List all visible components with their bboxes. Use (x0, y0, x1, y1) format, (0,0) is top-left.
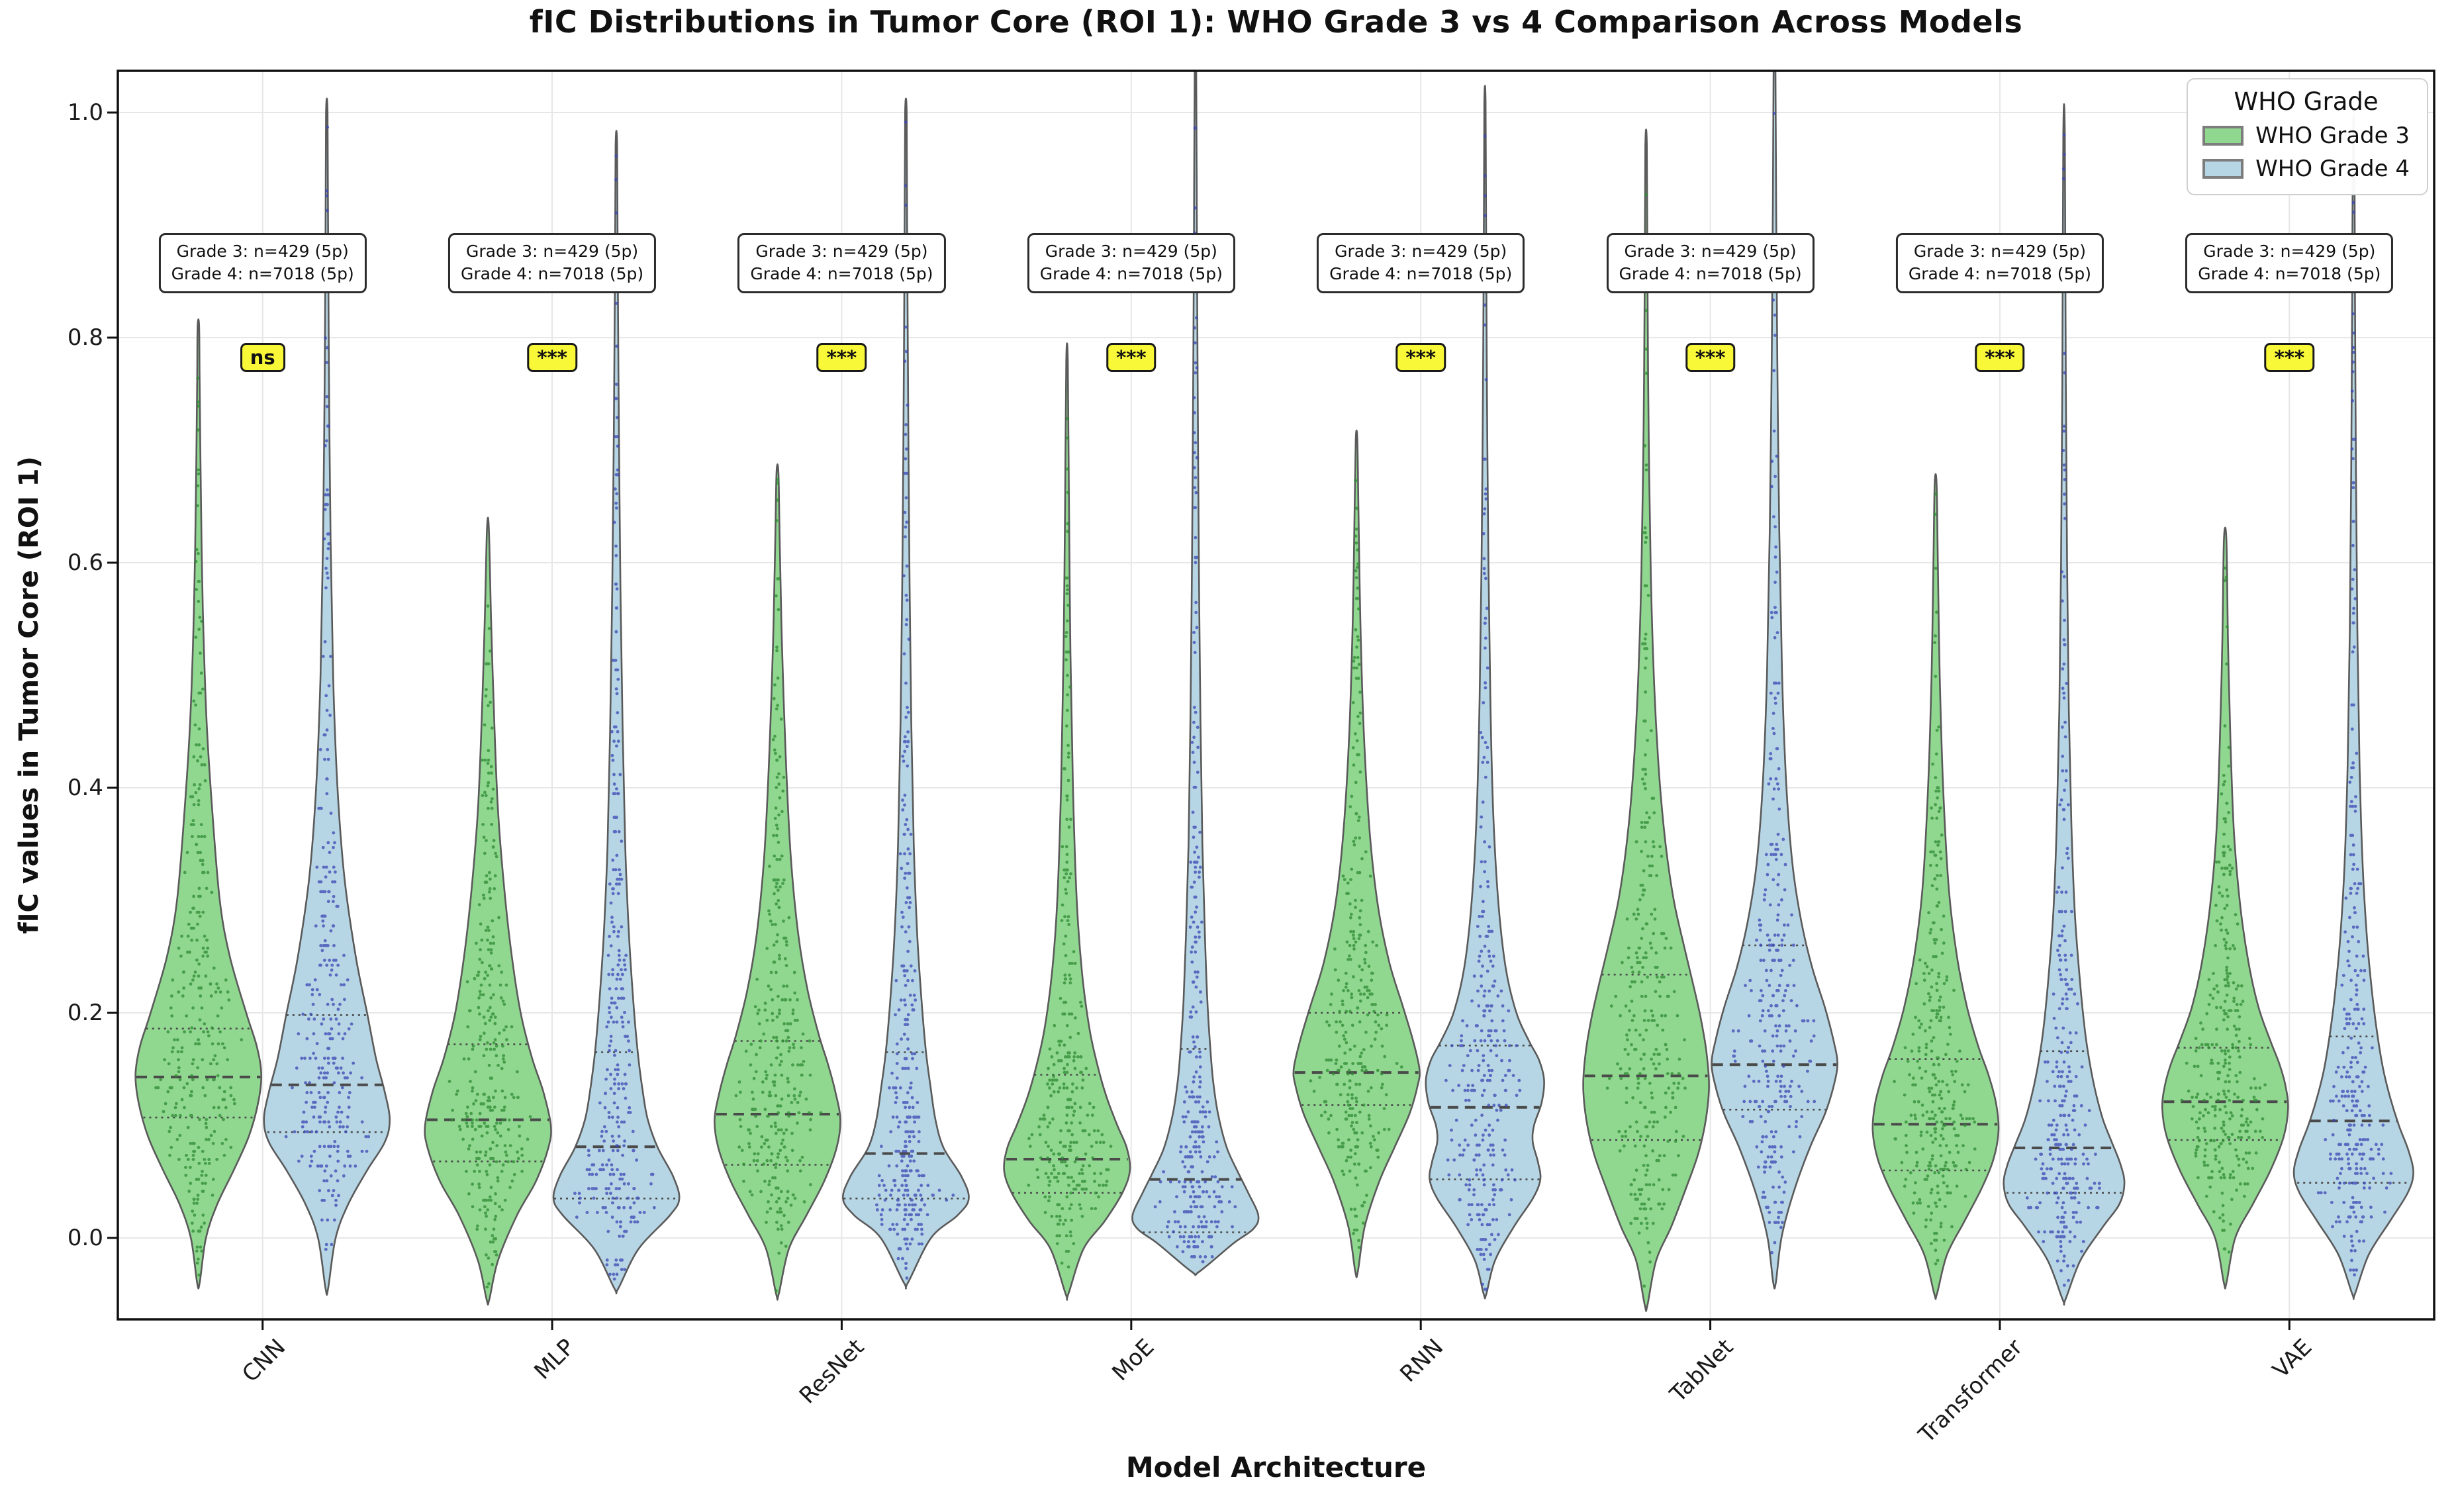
sample-count-line: Grade 4: n=7018 (5p) (1039, 264, 1223, 283)
strip-points (284, 125, 371, 1251)
strip-points (1444, 134, 1522, 1291)
violin-MoE-grade3 (1003, 342, 1131, 1301)
y-tick-label: 0.8 (67, 324, 103, 351)
legend-item: WHO Grade 4 (2202, 156, 2410, 182)
violin-body (424, 516, 552, 1306)
legend-label: WHO Grade 4 (2255, 156, 2410, 182)
significance-badge-cnn: ns (240, 343, 285, 372)
sample-count-box-mlp: Grade 3: n=429 (5p) Grade 4: n=7018 (5p) (448, 232, 657, 293)
chart-title: fIC Distributions in Tumor Core (ROI 1):… (529, 4, 2023, 40)
violin-MoE-grade4 (1131, 71, 1260, 1276)
violin-CNN-grade4 (263, 97, 391, 1296)
violin-MLP-grade3 (424, 516, 552, 1306)
strip-points (1893, 492, 1977, 1266)
sample-count-line: Grade 3: n=429 (5p) (176, 241, 349, 261)
sample-count-box-rnn: Grade 3: n=429 (5p) Grade 4: n=7018 (5p) (1317, 232, 1525, 293)
sample-count-line: Grade 4: n=7018 (5p) (2198, 264, 2381, 283)
significance-badge-tabnet: *** (1685, 343, 1736, 372)
legend-label: WHO Grade 3 (2255, 122, 2410, 149)
y-tick-label: 0.0 (67, 1225, 103, 1251)
sample-count-box-moe: Grade 3: n=429 (5p) Grade 4: n=7018 (5p) (1027, 232, 1235, 293)
violin-TabNet-grade4 (1711, 71, 1838, 1290)
violin-RNN-grade4 (1425, 85, 1545, 1299)
sample-count-box-vae: Grade 3: n=429 (5p) Grade 4: n=7018 (5p) (2185, 232, 2394, 293)
violin-body (1131, 71, 1260, 1276)
violin-Transformer-grade4 (2003, 103, 2126, 1306)
violin-ResNet-grade4 (842, 97, 970, 1290)
legend-items: WHO Grade 3 WHO Grade 4 (2202, 122, 2410, 182)
strip-points (1027, 416, 1113, 1269)
strip-points (1309, 479, 1403, 1249)
sample-count-line: Grade 3: n=429 (5p) (465, 241, 639, 261)
sample-count-line: Grade 3: n=429 (5p) (1045, 241, 1217, 261)
y-tick-label: 0.6 (67, 549, 103, 576)
sample-count-line: Grade 4: n=7018 (5p) (461, 264, 644, 283)
violin-ResNet-grade3 (714, 463, 841, 1301)
strip-points (734, 477, 823, 1293)
strip-points (1731, 112, 1817, 1254)
significance-badge-rnn: *** (1395, 343, 1446, 372)
significance-badge-transformer: *** (1975, 343, 2025, 372)
plot-frame (117, 70, 2435, 1321)
strip-points (2025, 133, 2101, 1287)
sample-count-box-resnet: Grade 3: n=429 (5p) Grade 4: n=7018 (5p) (737, 232, 946, 293)
strip-points (2180, 566, 2267, 1254)
violin-CNN-grade3 (134, 318, 263, 1290)
significance-badge-vae: *** (2264, 343, 2315, 372)
violin-TabNet-grade3 (1582, 128, 1710, 1312)
y-axis-label: fIC values in Tumor Core (ROI 1) (14, 456, 44, 934)
violin-body (842, 97, 970, 1290)
strip-points (1153, 126, 1237, 1264)
violin-body (1292, 429, 1421, 1278)
sample-count-line: Grade 3: n=429 (5p) (2203, 241, 2376, 261)
strip-points (448, 604, 532, 1289)
sample-count-line: Grade 3: n=429 (5p) (1335, 241, 1507, 261)
significance-badge-resnet: *** (816, 343, 867, 372)
strip-points (875, 120, 955, 1280)
legend-swatch-icon (2202, 159, 2244, 179)
sample-count-line: Grade 3: n=429 (5p) (1624, 241, 1797, 261)
violin-body (1425, 85, 1545, 1299)
y-tick-label: 1.0 (67, 99, 103, 126)
strip-points (2316, 148, 2393, 1277)
legend-title: WHO Grade (2234, 87, 2379, 116)
x-axis-label: Model Architecture (1125, 1451, 1427, 1484)
sample-count-box-transformer: Grade 3: n=429 (5p) Grade 4: n=7018 (5p) (1895, 232, 2104, 293)
strip-points (573, 154, 656, 1281)
violin-VAE-grade3 (2161, 526, 2289, 1290)
violin-MLP-grade4 (552, 130, 681, 1295)
significance-badge-moe: *** (1106, 343, 1157, 372)
violin-RNN-grade3 (1292, 429, 1421, 1278)
sample-count-line: Grade 4: n=7018 (5p) (750, 264, 933, 283)
sample-count-box-tabnet: Grade 3: n=429 (5p) Grade 4: n=7018 (5p) (1606, 232, 1815, 293)
violin-Transformer-grade3 (1871, 473, 2000, 1300)
strip-points (154, 376, 244, 1277)
y-tick-label: 0.2 (67, 1000, 103, 1026)
significance-badge-mlp: *** (527, 343, 577, 372)
sample-count-line: Grade 4: n=7018 (5p) (1329, 264, 1513, 283)
violin-body (1871, 473, 2000, 1300)
legend: WHO Grade WHO Grade 3 WHO Grade 4 (2187, 78, 2428, 195)
sample-count-line: Grade 4: n=7018 (5p) (1908, 264, 2091, 283)
legend-item: WHO Grade 3 (2202, 122, 2410, 149)
strip-points (1605, 193, 1687, 1288)
violin-body (2003, 103, 2126, 1306)
sample-count-line: Grade 4: n=7018 (5p) (171, 264, 354, 283)
y-tick-label: 0.4 (67, 775, 103, 801)
legend-swatch-icon (2202, 126, 2244, 146)
sample-count-line: Grade 3: n=429 (5p) (755, 241, 928, 261)
sample-count-line: Grade 3: n=429 (5p) (1913, 241, 2087, 261)
violin-body (1003, 342, 1131, 1301)
sample-count-box-cnn: Grade 3: n=429 (5p) Grade 4: n=7018 (5p) (158, 232, 367, 293)
sample-count-line: Grade 4: n=7018 (5p) (1619, 264, 1802, 283)
violin-body (1711, 71, 1838, 1290)
